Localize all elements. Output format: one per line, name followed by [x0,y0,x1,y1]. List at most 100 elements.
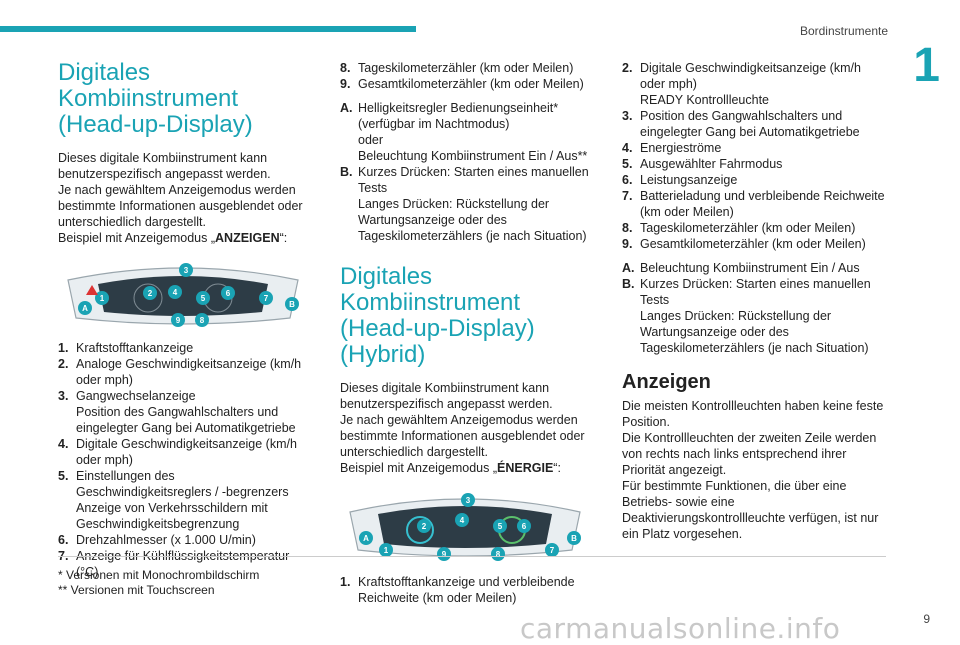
callout-badge-5: 5 [196,291,210,305]
list-item: 9.Gesamtkilometerzähler (km oder Meilen) [622,237,866,251]
watermark: carmanualsonline.info [520,612,841,645]
column-2: 8.Tageskilometerzähler (km oder Meilen) … [340,60,590,606]
svg-text:4: 4 [460,516,465,525]
svg-text:2: 2 [148,289,153,298]
body-paragraph: Die meisten Kontrollleuchten haben keine… [622,399,884,429]
callout-badge-8: 8 [491,547,505,561]
callout-badge-3: 3 [179,263,193,277]
callout-badge-4: 4 [455,513,469,527]
list-item: B.Kurzes Drücken: Starten eines manuelle… [340,165,589,195]
legend-list-3: 2.Digitale Geschwindigkeitsanzeige (km/h… [622,60,887,356]
heading-line-2: (Head-up-Display) (Hybrid) [340,315,535,368]
list-item: oder [358,133,384,147]
hybrid-cluster-illustration: 1 2 3 4 5 6 7 8 9 A B [349,493,581,561]
list-item: 2.Analoge Geschwindigkeitsanzeige (km/h … [58,357,302,387]
legend-list-hybrid: 1.Kraftstofftankanzeige und verbleibende… [340,574,590,606]
body-paragraph: Die Kontrollleuchten der zweiten Zeile w… [622,431,877,477]
list-item: 5.Einstellungen des Geschwindigkeitsregl… [58,469,289,499]
instrument-cluster-illustration: 1 2 3 4 5 6 7 8 9 A B [67,263,299,327]
warning-triangle-icon [86,285,98,295]
heading-line-1: Digitales Kombiinstrument [58,59,239,112]
legend-list-2: 8.Tageskilometerzähler (km oder Meilen) … [340,60,590,244]
column-1: Digitales Kombiinstrument (Head-up-Displ… [58,60,308,580]
svg-text:5: 5 [498,522,503,531]
svg-text:7: 7 [264,294,269,303]
svg-text:A: A [363,534,369,543]
list-item: 7.Batterieladung und verbleibende Reichw… [622,189,885,219]
body-paragraph: Für bestimmte Funktionen, die über eine … [622,479,879,541]
list-item: 4.Digitale Geschwindigkeitsanzeige (km/h… [58,437,297,467]
svg-text:8: 8 [200,316,205,325]
list-item: Anzeige von Verkehrsschildern mit Geschw… [76,501,268,531]
column-3: 2.Digitale Geschwindigkeitsanzeige (km/h… [622,60,887,542]
footnote-divider [58,556,886,557]
svg-text:8: 8 [496,550,501,559]
list-item: Langes Drücken: Rückstellung der Wartung… [358,197,587,243]
callout-badge-1: 1 [379,543,393,557]
list-item: 8.Tageskilometerzähler (km oder Meilen) [340,61,574,75]
callout-badge-9: 9 [171,313,185,327]
footnote: * Versionen mit Monochrombildschirm [58,568,260,582]
list-item: 4.Energieströme [622,141,722,155]
svg-text:3: 3 [466,496,471,505]
header-accent-bar [0,26,416,32]
list-item: A.Helligkeitsregler Bedienungseinheit* (… [340,101,559,131]
list-item: 6.Drehzahlmesser (x 1.000 U/min) [58,533,256,547]
callout-badge-b: B [567,531,581,545]
svg-text:B: B [571,534,577,543]
list-item: B.Kurzes Drücken: Starten eines manuelle… [622,277,871,307]
list-item: 2.Digitale Geschwindigkeitsanzeige (km/h… [622,61,861,91]
section-heading: Digitales Kombiinstrument (Head-up-Displ… [58,60,308,138]
callout-badge-6: 6 [221,286,235,300]
list-item: 3.Position des Gangwahlschalters und ein… [622,109,860,139]
svg-text:7: 7 [550,546,555,555]
svg-text:4: 4 [173,288,178,297]
intro-text: Dieses digitale Kombiinstrument kann ben… [340,381,585,475]
list-item: 1.Kraftstofftankanzeige und verbleibende… [340,575,575,605]
svg-text:9: 9 [442,550,447,559]
callout-badge-4: 4 [168,285,182,299]
list-item: 6.Leistungsanzeige [622,173,738,187]
svg-text:6: 6 [522,522,527,531]
svg-text:A: A [82,304,88,313]
callout-badge-7: 7 [259,291,273,305]
callout-badge-2: 2 [417,519,431,533]
section-heading-hybrid: Digitales Kombiinstrument (Head-up-Displ… [340,264,590,368]
svg-text:5: 5 [201,294,206,303]
callout-badge-9: 9 [437,547,451,561]
svg-text:1: 1 [384,546,389,555]
list-item: 3.Gangwechselanzeige [58,389,196,403]
list-item: 9.Gesamtkilometerzähler (km oder Meilen) [340,77,584,91]
footnotes: * Versionen mit Monochrombildschirm ** V… [58,568,259,598]
list-item: 8.Tageskilometerzähler (km oder Meilen) [622,221,856,235]
callout-badge-a: A [78,301,92,315]
callout-badge-5: 5 [493,519,507,533]
list-item: Beleuchtung Kombiinstrument Ein / Aus** [358,149,588,163]
callout-badge-7: 7 [545,543,559,557]
heading-line-1: Digitales Kombiinstrument [340,263,521,316]
heading-line-2: (Head-up-Display) [58,111,253,138]
list-item: Langes Drücken: Rückstellung der Wartung… [640,309,869,355]
svg-text:6: 6 [226,289,231,298]
svg-text:2: 2 [422,522,427,531]
callout-badge-b: B [285,297,299,311]
intro-text: Dieses digitale Kombiinstrument kann ben… [58,151,303,245]
callout-badge-3: 3 [461,493,475,507]
subsection-heading: Anzeigen [622,371,711,393]
list-item: 1.Kraftstofftankanzeige [58,341,194,355]
list-item: Position des Gangwahlschalters und einge… [76,405,296,435]
callout-badge-2: 2 [143,286,157,300]
callout-badge-1: 1 [95,291,109,305]
list-item: A.Beleuchtung Kombiinstrument Ein / Aus [622,261,860,275]
list-item: READY Kontrollleuchte [640,93,770,107]
svg-text:9: 9 [176,316,181,325]
footnote: ** Versionen mit Touchscreen [58,583,215,597]
svg-text:3: 3 [184,266,189,275]
list-item: 5.Ausgewählter Fahrmodus [622,157,783,171]
legend-list-1: 1.Kraftstofftankanzeige 2.Analoge Geschw… [58,340,308,580]
section-title: Bordinstrumente [799,24,888,38]
callout-badge-a: A [359,531,373,545]
chapter-number: 1 [913,39,940,92]
svg-text:B: B [289,300,295,309]
callout-badge-8: 8 [195,313,209,327]
